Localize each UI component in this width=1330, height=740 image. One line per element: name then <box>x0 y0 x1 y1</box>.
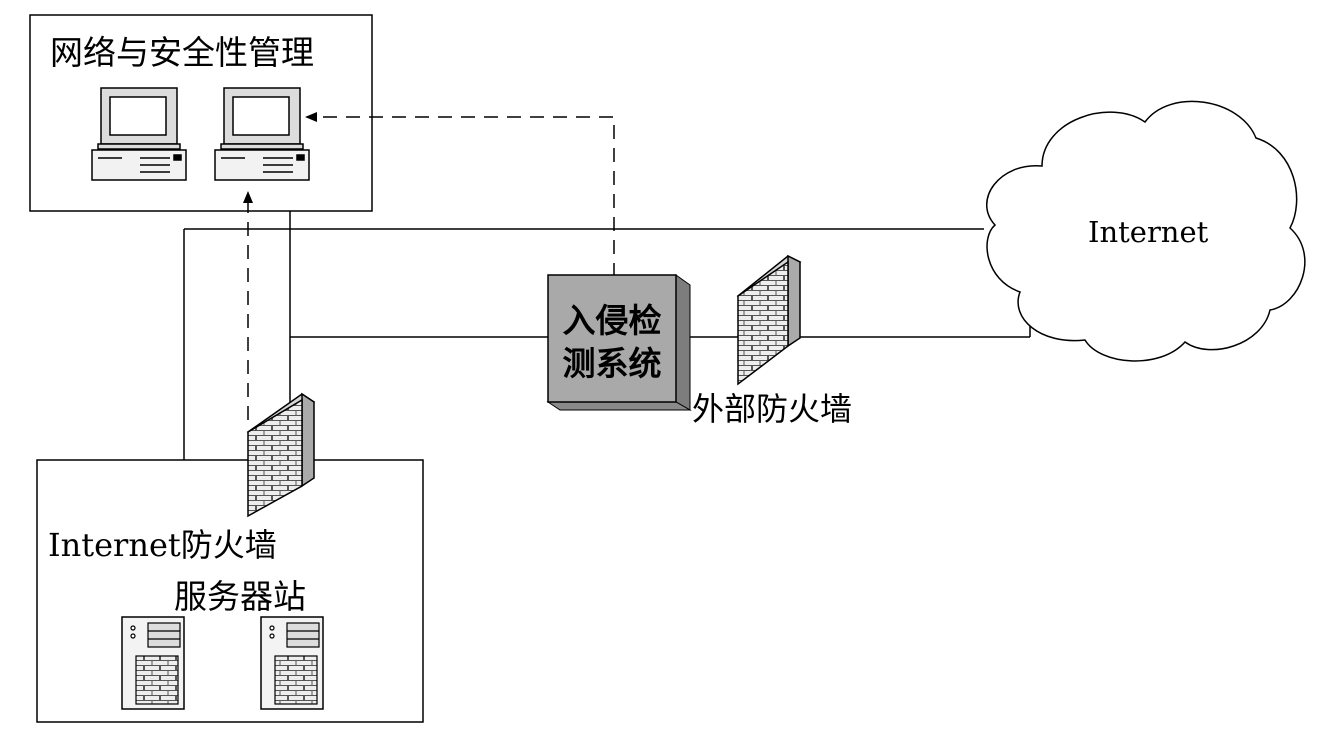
external-firewall-label: 外部防火墙 <box>692 390 852 428</box>
server-zone-box <box>36 459 424 723</box>
server-1-icon <box>121 616 185 710</box>
ids-label-line2: 测系统 <box>563 344 662 383</box>
workstation-2-icon <box>214 87 310 181</box>
internet-firewall-label: Internet防火墙 <box>48 526 277 564</box>
internet-cloud <box>985 100 1306 362</box>
monitoring-links <box>243 112 615 420</box>
server-2-icon <box>260 616 324 710</box>
ids-label-line1: 入侵检 <box>563 301 662 340</box>
external-firewall-icon <box>736 254 802 386</box>
internet-firewall-icon <box>246 392 316 518</box>
mgmt-zone-title: 网络与安全性管理 <box>50 33 314 72</box>
internet-label: Internet <box>1088 215 1209 249</box>
workstation-1-icon <box>91 87 187 181</box>
ids-box <box>546 274 692 411</box>
server-zone-title: 服务器站 <box>174 577 306 616</box>
